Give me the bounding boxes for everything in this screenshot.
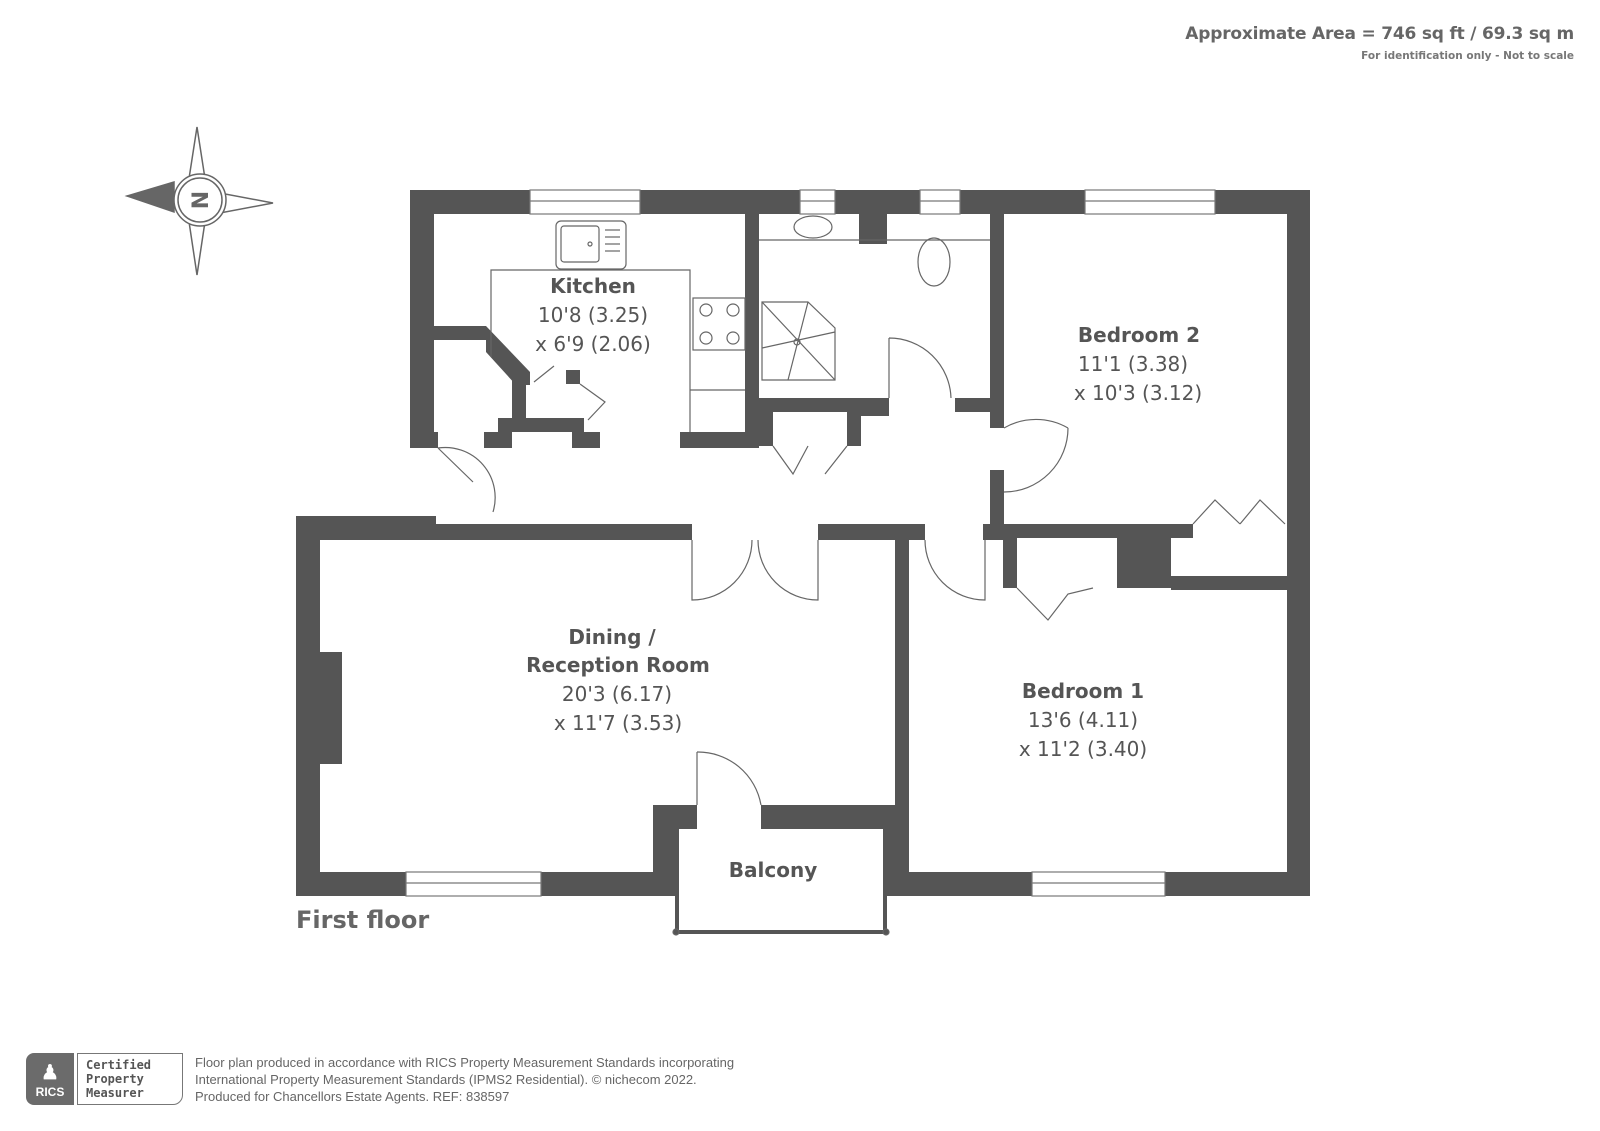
- shower-icon: [761, 301, 836, 381]
- room-dim: 10'8 (3.25): [538, 303, 648, 327]
- room-dim: 20'3 (6.17): [562, 682, 672, 706]
- room-kitchen: Kitchen 10'8 (3.25) x 6'9 (2.06): [535, 274, 651, 356]
- area-header: Approximate Area = 746 sq ft / 69.3 sq m…: [1185, 24, 1574, 62]
- sink-icon: [555, 220, 627, 270]
- room-dim: x 11'7 (3.53): [554, 711, 682, 735]
- fixtures: [437, 215, 1286, 936]
- room-name: Reception Room: [526, 653, 710, 677]
- room-name: Bedroom 1: [1022, 679, 1144, 703]
- disclaimer: For identification only - Not to scale: [1361, 50, 1574, 62]
- compass-icon: N: [124, 126, 274, 276]
- walls: [296, 190, 1310, 896]
- room-bedroom1: Bedroom 1 13'6 (4.11) x 11'2 (3.40): [1019, 679, 1147, 761]
- room-dim: x 10'3 (3.12): [1074, 381, 1202, 405]
- room-name: Kitchen: [550, 274, 636, 298]
- basin-icon: [793, 215, 833, 239]
- footer-text: Floor plan produced in accordance with R…: [195, 1054, 735, 1104]
- approximate-area: Approximate Area = 746 sq ft / 69.3 sq m: [1185, 24, 1574, 44]
- door-swings: [437, 337, 1286, 806]
- svg-text:N: N: [189, 191, 214, 209]
- footer: ♟ RICS Certified Property Measurer Floor…: [26, 1053, 734, 1105]
- hob-icon: [692, 297, 746, 351]
- room-bedroom2: Bedroom 2 11'1 (3.38) x 10'3 (3.12): [1074, 323, 1202, 405]
- room-name: Bedroom 2: [1078, 323, 1200, 347]
- toilet-icon: [917, 237, 951, 287]
- windows: [405, 189, 1216, 897]
- room-dim: 11'1 (3.38): [1078, 352, 1188, 376]
- room-dim: 13'6 (4.11): [1028, 708, 1138, 732]
- room-name: Dining /: [568, 625, 656, 649]
- lion-icon: ♟: [41, 1062, 59, 1084]
- room-dining-reception: Dining / Reception Room 20'3 (6.17) x 11…: [526, 625, 710, 735]
- rics-logo: ♟ RICS: [26, 1053, 74, 1105]
- room-dim: x 6'9 (2.06): [535, 332, 651, 356]
- room-balcony: Balcony: [729, 858, 817, 882]
- room-dim: x 11'2 (3.40): [1019, 737, 1147, 761]
- certified-badge: Certified Property Measurer: [77, 1053, 183, 1105]
- room-name: Balcony: [729, 858, 817, 882]
- floor-label: First floor: [296, 906, 430, 934]
